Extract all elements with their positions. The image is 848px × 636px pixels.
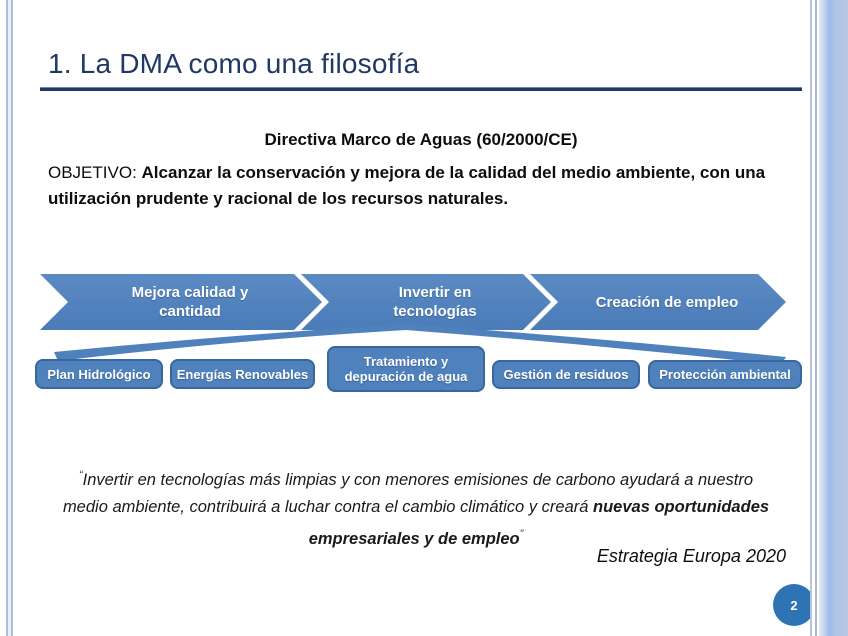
box-tratamiento-depuracion: Tratamiento y depuración de agua	[327, 346, 485, 392]
quote-text-bold: nuevas oportunidades empresariales y de …	[308, 498, 770, 548]
box-gestion-residuos: Gestión de residuos	[492, 360, 640, 389]
directive-subtitle: Directiva Marco de Aguas (60/2000/CE)	[264, 130, 578, 149]
objective-text: Alcanzar la conservación y mejora de la …	[48, 163, 766, 208]
chevron-invertir-tecnologias: Invertir en tecnologías	[301, 274, 551, 330]
quote-open-mark: “	[78, 469, 83, 481]
quote-text: Invertir en tecnologías más limpias y co…	[62, 471, 754, 516]
quote-paragraph: “Invertir en tecnologías más limpias y c…	[55, 462, 777, 553]
box-label: Gestión de residuos	[503, 367, 629, 382]
chevron-label: Mejora calidad y cantidad	[131, 284, 249, 320]
right-edge-band	[819, 0, 848, 636]
quote-attribution: Estrategia Europa 2020	[596, 546, 786, 566]
slide-title: 1. La DMA como una filosofía	[48, 48, 420, 79]
chevron-label: Invertir en tecnologías	[393, 284, 477, 320]
objective-label: OBJETIVO:	[48, 163, 142, 182]
box-plan-hidrologico: Plan Hidrológico	[35, 359, 163, 389]
box-label: Energías Renovables	[176, 366, 309, 382]
chevron-mejora-calidad: Mejora calidad y cantidad	[40, 274, 322, 330]
box-label: Protección ambiental	[659, 367, 791, 382]
page-number-badge: 2	[773, 584, 815, 626]
box-proteccion-ambiental: Protección ambiental	[648, 360, 802, 389]
quote-close-mark: ”	[519, 528, 524, 540]
box-energias-renovables: Energías Renovables	[170, 359, 315, 389]
objective-paragraph: OBJETIVO: Alcanzar la conservación y mej…	[48, 160, 774, 212]
left-edge-stripe	[6, 0, 13, 636]
title-underline	[40, 87, 802, 91]
right-edge-lines	[810, 0, 818, 636]
page-number: 2	[790, 597, 798, 613]
box-label: Tratamiento y depuración de agua	[344, 354, 468, 384]
chevron-label: Creación de empleo	[595, 293, 739, 311]
chevron-creacion-empleo: Creación de empleo	[530, 274, 786, 330]
box-label: Plan Hidrológico	[47, 366, 151, 382]
